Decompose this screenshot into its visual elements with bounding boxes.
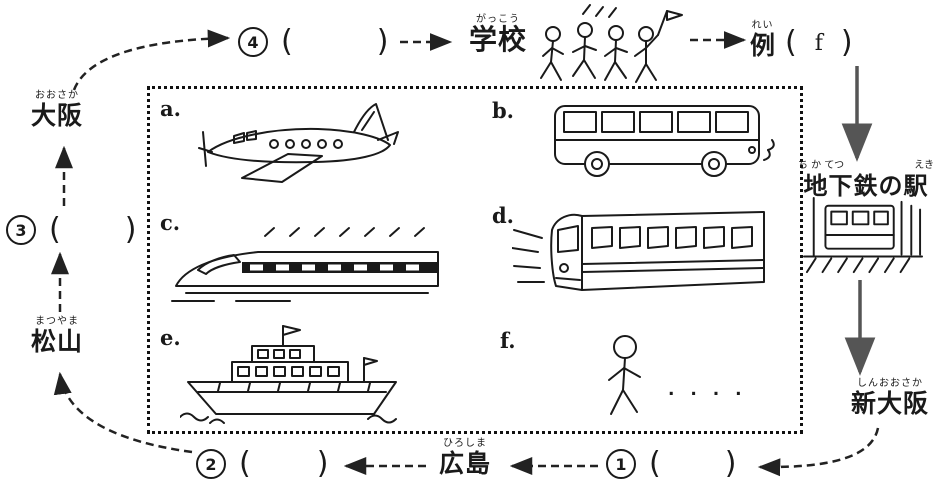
station-school: がっこう 学校 <box>455 14 541 54</box>
answer-space-3 <box>61 230 125 231</box>
bus-icon <box>552 98 782 194</box>
station-name-hiroshima: 広島 <box>438 449 491 478</box>
answer-blank-4[interactable]: 4 ( ) <box>238 24 388 60</box>
station-subway: ち か てつ えき 地下鉄の駅 <box>792 160 940 200</box>
choice-label-b: b. <box>492 98 514 123</box>
station-matsuyama: まつやま 松山 <box>16 316 98 356</box>
station-name-shin-osaka: 新大阪 <box>850 389 929 418</box>
close-paren: ) <box>840 25 853 60</box>
furigana-osaka: おおさか <box>35 90 79 101</box>
open-paren: ( <box>785 25 797 60</box>
furigana-subway-2: えき <box>914 160 934 171</box>
answer-blank-3[interactable]: 3 ( ) <box>6 212 136 248</box>
close-paren: ) <box>124 212 137 247</box>
furigana-hiroshima: ひろしま <box>443 438 487 449</box>
question-number-1: 1 <box>606 449 636 479</box>
furigana-subway-1: ち か てつ <box>798 160 845 171</box>
example-answer: れい 例 ( f ) <box>750 20 853 60</box>
answer-space-2 <box>251 464 317 465</box>
school-kids-icon <box>538 4 688 94</box>
express-train-icon <box>511 196 774 308</box>
bullet-train-icon <box>170 210 442 314</box>
open-paren: ( <box>239 446 251 481</box>
answer-blank-2[interactable]: 2 ( ) <box>196 446 328 482</box>
choice-label-f: f. <box>500 328 516 353</box>
station-name-matsuyama: 松山 <box>30 327 83 356</box>
question-number-2: 2 <box>196 449 226 479</box>
furigana-matsuyama: まつやま <box>35 316 79 327</box>
close-paren: ) <box>376 24 389 59</box>
furigana-example: れい <box>751 20 774 31</box>
subway-station-icon <box>802 196 924 280</box>
furigana-school: がっこう <box>476 14 520 25</box>
station-shin-osaka: しんおおさか 新大阪 <box>838 378 942 418</box>
open-paren: ( <box>49 212 61 247</box>
question-number-4: 4 <box>238 27 268 57</box>
choices-box <box>147 86 803 434</box>
close-paren: ) <box>316 446 329 481</box>
arrow-osaka-to-q4 <box>72 29 231 91</box>
station-hiroshima: ひろしま 広島 <box>430 438 500 478</box>
walking-dots: . . . . <box>668 380 747 400</box>
choice-label-e: e. <box>160 325 181 350</box>
answer-space-1 <box>661 464 725 465</box>
open-paren: ( <box>281 24 293 59</box>
walking-person-icon <box>585 330 693 432</box>
station-name-osaka: 大阪 <box>30 101 83 130</box>
answer-space-4 <box>293 42 377 43</box>
answer-blank-1[interactable]: 1 ( ) <box>606 446 736 482</box>
furigana-shin-osaka: しんおおさか <box>857 378 923 389</box>
ship-icon <box>179 320 402 432</box>
choice-label-a: a. <box>160 96 181 121</box>
close-paren: ) <box>724 446 737 481</box>
station-osaka: おおさか 大阪 <box>16 90 98 130</box>
example-answer-letter: f <box>814 31 823 56</box>
question-number-3: 3 <box>6 215 36 245</box>
open-paren: ( <box>649 446 661 481</box>
station-name-school: 学校 <box>468 23 527 56</box>
station-name-subway: 地下鉄の駅 <box>803 172 929 200</box>
example-label: 例 <box>750 31 776 60</box>
choice-label-d: d. <box>492 203 514 228</box>
choice-label-c: c. <box>160 210 181 235</box>
airplane-icon <box>198 92 403 196</box>
